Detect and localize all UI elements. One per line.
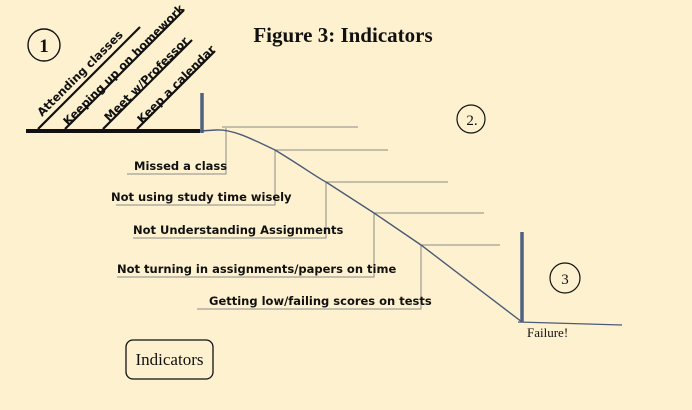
indicator-understanding-assignments: Not Understanding Assignments [133, 223, 344, 237]
decline-curve [199, 129, 523, 323]
indicator-study-time: Not using study time wisely [111, 190, 292, 204]
indicator-missed-class: Missed a class [134, 159, 227, 173]
indicator-failing-scores: Getting low/failing scores on tests [209, 294, 432, 308]
stage-3-marker: 3 [549, 262, 581, 294]
stage-1-marker: 1 [27, 28, 61, 62]
indicator-late-assignments: Not turning in assignments/papers on tim… [117, 262, 396, 276]
indicator-bracket-1 [127, 128, 227, 175]
indicator-bracket-5 [197, 245, 422, 310]
habit-line-1 [37, 26, 141, 130]
indicator-bracket-2 [116, 150, 276, 206]
habit-line-2 [64, 9, 185, 130]
stage-2-marker: 2. [456, 104, 486, 134]
indicator-brackets [116, 128, 422, 310]
reference-lines [222, 126, 500, 246]
indicator-bracket-4 [117, 213, 375, 278]
habit-lines [37, 9, 216, 130]
stage-1-label: 1 [39, 36, 49, 57]
figure-title: Figure 3: Indicators [253, 23, 432, 47]
failure-label: Failure! [527, 325, 568, 340]
stage-2-label: 2. [466, 113, 477, 129]
failure-baseline [517, 321, 623, 326]
habit-line-4 [136, 50, 216, 130]
indicators-caption-box: Indicators [125, 339, 214, 380]
indicators-caption-text: Indicators [136, 350, 204, 369]
stage-3-label: 3 [561, 272, 569, 288]
indicator-bracket-3 [133, 182, 327, 239]
habit-line-3 [102, 39, 193, 130]
